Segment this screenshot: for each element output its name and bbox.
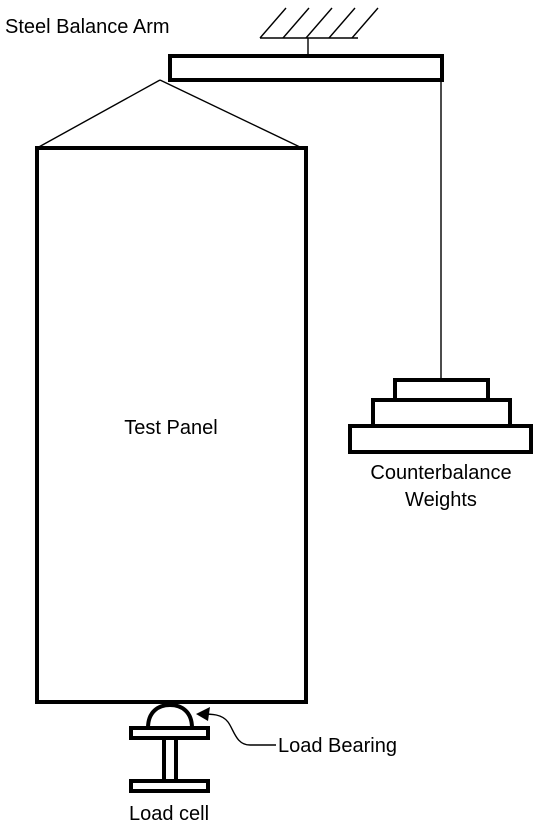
steel-balance-arm xyxy=(168,54,444,82)
balance-arm-label: Steel Balance Arm xyxy=(5,16,170,38)
load-bearing-label: Load Bearing xyxy=(278,735,397,757)
test-panel xyxy=(35,146,308,704)
counterbalance-weights xyxy=(348,378,533,454)
load-cell xyxy=(129,726,210,793)
counterbalance-label-line2: Weights xyxy=(405,489,477,511)
ceiling-support xyxy=(259,7,379,56)
panel-suspension-right xyxy=(159,79,303,149)
load-bearing-dome xyxy=(146,702,194,729)
counterbalance-label-line1: Counterbalance xyxy=(370,462,511,484)
test-panel-label: Test Panel xyxy=(124,417,217,439)
panel-suspension-left xyxy=(36,79,161,149)
load-cell-label: Load cell xyxy=(129,803,209,825)
load-bearing-leader xyxy=(196,707,276,746)
